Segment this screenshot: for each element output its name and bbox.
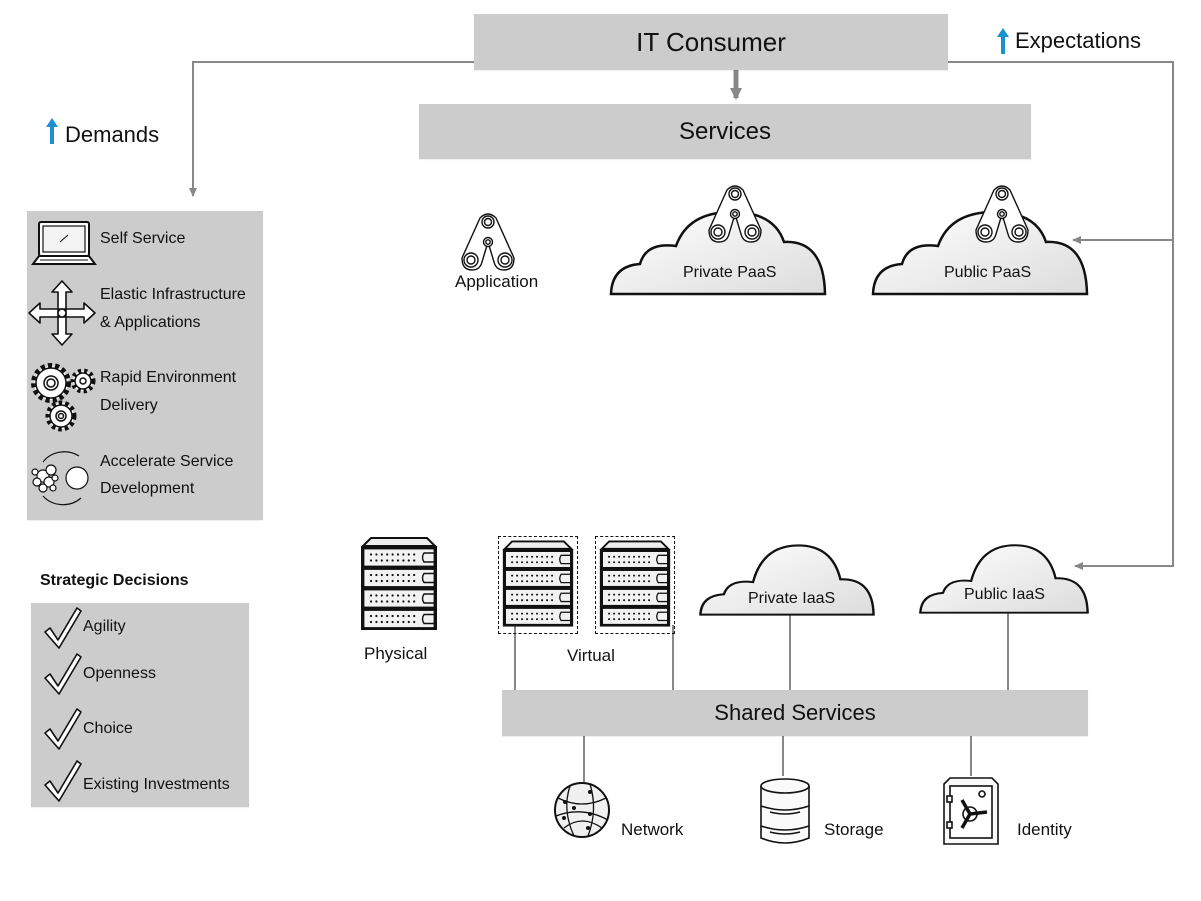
up-arrow-icon [46, 118, 58, 144]
strategic-item-choice: Choice [83, 720, 133, 737]
up-arrow-icon [997, 28, 1009, 54]
public-paas-label: Public PaaS [944, 264, 1032, 281]
it-consumer-label: IT Consumer [636, 26, 786, 57]
virtual-server-2 [595, 536, 675, 634]
identity-label: Identity [1017, 820, 1072, 839]
checkmark-icon [44, 607, 82, 649]
it-consumer-box: IT Consumer [474, 14, 948, 70]
checkmark-icon [44, 708, 82, 750]
demand-item-self-service: Self Service [100, 230, 186, 247]
strategic-decisions-title: Strategic Decisions [40, 572, 189, 589]
server-rack-icon [599, 540, 671, 627]
shared-services-box: Shared Services [502, 690, 1088, 736]
private-iaas-cloud: Private IaaS [698, 540, 876, 616]
strategic-item-openness: Openness [83, 665, 156, 682]
strategic-item-existing-investments: Existing Investments [83, 776, 230, 793]
demand-item-rapid-line1: Rapid Environment [100, 369, 237, 386]
checkmark-icon [44, 653, 82, 695]
server-rack-icon [360, 537, 438, 630]
virtual-server-1 [498, 536, 578, 634]
laptop-icon [31, 221, 97, 265]
demands-panel: Self Service Elastic Infrastructure & Ap… [27, 211, 263, 520]
connector-demands [189, 61, 474, 197]
expectations-label: Expectations [1015, 28, 1141, 53]
private-paas-label: Private PaaS [683, 264, 777, 281]
storage-label: Storage [824, 820, 884, 839]
cycle-bubbles-icon [31, 451, 89, 506]
demand-item-rapid-line2: Delivery [100, 397, 158, 414]
application-icon [975, 185, 1029, 243]
demand-item-accelerate-line2: Development [100, 480, 195, 497]
public-iaas-cloud: Public IaaS [918, 540, 1090, 614]
demand-item-accelerate-line1: Accelerate Service [100, 453, 234, 470]
connector-expectations [948, 61, 1174, 570]
demand-item-elastic-line2: & Applications [100, 314, 201, 331]
storage-database-icon [760, 778, 810, 844]
public-paas-cloud: Public PaaS [870, 184, 1090, 296]
private-iaas-label: Private IaaS [748, 590, 836, 607]
network-globe-icon [554, 782, 610, 838]
services-label: Services [678, 117, 772, 145]
cloud-icon [609, 210, 827, 296]
cloud-icon [699, 544, 875, 616]
network-label: Network [621, 820, 684, 839]
identity-safe-icon [943, 777, 999, 845]
expand-arrows-icon [28, 280, 96, 346]
server-rack-icon [502, 540, 574, 627]
application-label: Application [455, 272, 539, 291]
demands-label: Demands [65, 122, 160, 147]
application-icon [708, 185, 762, 243]
application-icon [461, 213, 515, 271]
cloud-icon [919, 544, 1089, 614]
services-box: Services [419, 104, 1031, 159]
strategic-item-agility: Agility [83, 618, 126, 635]
demand-item-elastic-line1: Elastic Infrastructure [100, 286, 246, 303]
physical-label: Physical [364, 644, 428, 663]
private-paas-cloud: Private PaaS [608, 184, 828, 296]
gears-icon [31, 363, 96, 432]
cloud-icon [871, 210, 1089, 296]
checkmark-icon [44, 760, 82, 802]
public-iaas-label: Public IaaS [964, 586, 1045, 603]
strategic-decisions-panel: Agility Openness Choice Existing Investm… [31, 603, 249, 807]
virtual-label: Virtual [567, 646, 615, 665]
shared-services-label: Shared Services [714, 700, 876, 725]
